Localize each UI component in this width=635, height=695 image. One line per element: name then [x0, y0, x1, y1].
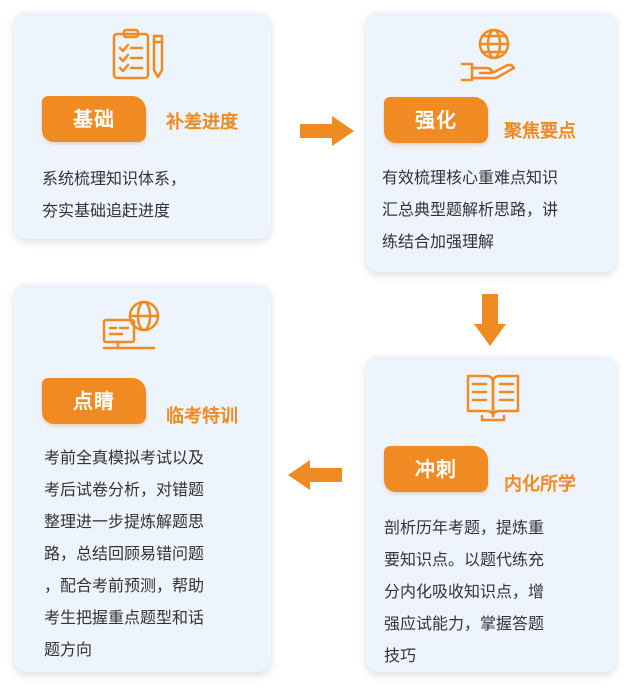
step-tag-basic: 基础 [42, 96, 146, 142]
step-subtitle-finale: 临考特训 [166, 406, 238, 427]
step-tag-sprint: 冲刺 [384, 446, 488, 492]
arrow-left-icon [288, 460, 342, 490]
step-tag-finale: 点睛 [42, 378, 146, 424]
step-tag-intensive: 强化 [384, 97, 488, 143]
step-card-sprint: 冲刺 内化所学 剖析历年考题，提炼重 要知识点。以题代练充 分内化吸收知识点，增… [366, 356, 616, 672]
arrow-right-icon [300, 116, 354, 146]
step-subtitle-sprint: 内化所学 [504, 474, 576, 495]
step-description-basic: 系统梳理知识体系， 夯实基础追赶进度 [42, 169, 187, 220]
step-description-sprint: 剖析历年考题，提炼重 要知识点。以题代练充 分内化吸收知识点，增 强应试能力，掌… [384, 518, 545, 665]
open-book-icon [466, 374, 520, 422]
step-subtitle-basic: 补差进度 [166, 112, 238, 133]
globe-hand-icon [460, 28, 516, 82]
step-description-finale: 考前全真模拟考试以及 考后试卷分析，对错题 整理进一步提炼解题思 路，总结回顾易… [44, 448, 205, 659]
computer-globe-icon [102, 300, 160, 350]
step-subtitle-intensive: 聚焦要点 [504, 121, 576, 142]
step-card-intensive: 强化 聚焦要点 有效梳理核心重难点知识 汇总典型题解析思路，讲 练结合加强理解 [366, 12, 616, 272]
step-description-intensive: 有效梳理核心重难点知识 汇总典型题解析思路，讲 练结合加强理解 [382, 168, 559, 251]
arrow-down-icon [474, 294, 506, 346]
clipboard-checklist-icon [112, 28, 164, 80]
step-card-basic: 基础 补差进度 系统梳理知识体系， 夯实基础追赶进度 [14, 12, 271, 239]
step-card-finale: 点睛 临考特训 考前全真模拟考试以及 考后试卷分析，对错题 整理进一步提炼解题思… [14, 284, 271, 672]
